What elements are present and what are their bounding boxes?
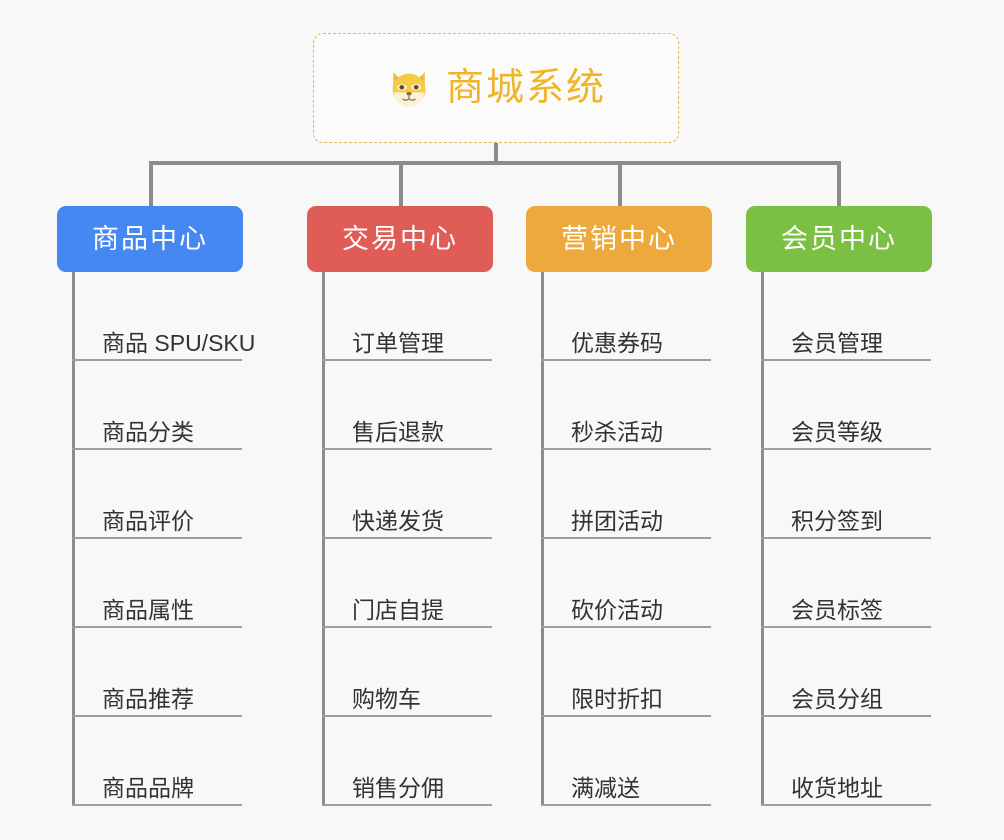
item-label: 收货地址 [791,774,883,801]
list-item[interactable]: 商品评价 [72,450,242,539]
item-list-3: 优惠券码 秒杀活动 拼团活动 砍价活动 限时折扣 满减送 [541,272,727,806]
spine-line-1 [72,272,75,806]
category-title-4: 会员中心 [781,223,897,254]
list-item[interactable]: 会员等级 [761,361,931,450]
list-item[interactable]: 秒杀活动 [541,361,711,450]
item-label: 购物车 [352,685,421,712]
item-label: 秒杀活动 [571,418,663,445]
list-item[interactable]: 砍价活动 [541,539,711,628]
item-label: 优惠券码 [571,329,663,356]
drop-line-3 [618,161,622,206]
root-stem-line [494,143,498,163]
item-label: 商品属性 [102,596,194,623]
list-item[interactable]: 收货地址 [761,717,931,806]
item-label: 售后退款 [352,418,444,445]
item-label: 商品推荐 [102,685,194,712]
branch-column-1: 商品中心 商品 SPU/SKU 商品分类 商品评价 商品属性 商品推荐 商品品牌 [57,206,255,806]
list-item[interactable]: 商品推荐 [72,628,242,717]
drop-line-2 [399,161,403,206]
category-header-2[interactable]: 交易中心 [307,206,493,272]
list-item[interactable]: 订单管理 [322,272,492,361]
list-item[interactable]: 门店自提 [322,539,492,628]
item-label: 会员等级 [791,418,883,445]
list-item[interactable]: 满减送 [541,717,711,806]
item-label: 商品分类 [102,418,194,445]
branch-column-2: 交易中心 订单管理 售后退款 快递发货 门店自提 购物车 销售分佣 [307,206,493,806]
spine-line-3 [541,272,544,806]
list-item[interactable]: 售后退款 [322,361,492,450]
item-label: 拼团活动 [571,507,663,534]
list-item[interactable]: 购物车 [322,628,492,717]
spine-line-4 [761,272,764,806]
category-header-4[interactable]: 会员中心 [746,206,932,272]
item-label: 门店自提 [352,596,444,623]
category-header-1[interactable]: 商品中心 [57,206,243,272]
drop-line-1 [149,161,153,206]
category-title-2: 交易中心 [342,223,458,254]
item-label: 销售分佣 [352,774,444,801]
list-item[interactable]: 积分签到 [761,450,931,539]
item-list-2: 订单管理 售后退款 快递发货 门店自提 购物车 销售分佣 [322,272,508,806]
item-label: 快递发货 [352,507,444,534]
item-list-4: 会员管理 会员等级 积分签到 会员标签 会员分组 收货地址 [761,272,947,806]
item-label: 会员分组 [791,685,883,712]
spine-line-2 [322,272,325,806]
item-label: 商品品牌 [102,774,194,801]
drop-line-4 [837,161,841,206]
item-label: 限时折扣 [571,685,663,712]
root-title: 商城系统 [445,67,606,109]
list-item[interactable]: 商品属性 [72,539,242,628]
category-title-3: 营销中心 [561,223,677,254]
item-label: 砍价活动 [571,596,663,623]
shiba-dog-icon [392,72,426,107]
category-header-3[interactable]: 营销中心 [526,206,712,272]
item-label: 满减送 [571,774,640,801]
item-label: 商品 SPU/SKU [102,329,256,356]
item-label: 会员标签 [791,596,883,623]
branch-column-3: 营销中心 优惠券码 秒杀活动 拼团活动 砍价活动 限时折扣 满减送 [526,206,712,806]
list-item[interactable]: 优惠券码 [541,272,711,361]
list-item[interactable]: 会员分组 [761,628,931,717]
list-item[interactable]: 快递发货 [322,450,492,539]
list-item[interactable]: 会员管理 [761,272,931,361]
list-item[interactable]: 会员标签 [761,539,931,628]
list-item[interactable]: 销售分佣 [322,717,492,806]
item-label: 商品评价 [102,507,194,534]
horizontal-bus-line [149,161,840,165]
item-list-1: 商品 SPU/SKU 商品分类 商品评价 商品属性 商品推荐 商品品牌 [72,272,258,806]
item-label: 积分签到 [791,507,883,534]
category-title-1: 商品中心 [92,223,208,254]
root-node[interactable]: 商城系统 [313,33,679,143]
item-label: 订单管理 [352,329,444,356]
list-item[interactable]: 限时折扣 [541,628,711,717]
list-item[interactable]: 商品分类 [72,361,242,450]
list-item[interactable]: 拼团活动 [541,450,711,539]
list-item[interactable]: 商品品牌 [72,717,242,806]
list-item[interactable]: 商品 SPU/SKU [72,272,255,361]
branch-column-4: 会员中心 会员管理 会员等级 积分签到 会员标签 会员分组 收货地址 [746,206,932,806]
item-label: 会员管理 [791,329,883,356]
